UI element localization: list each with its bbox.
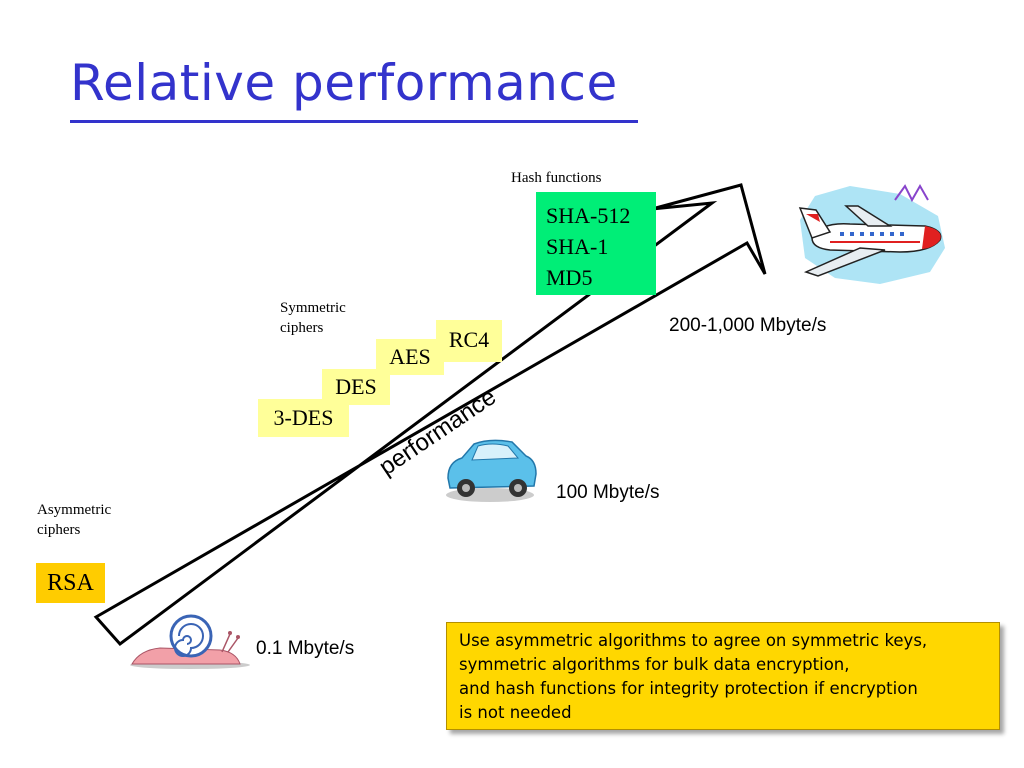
summary-note: Use asymmetric algorithms to agree on sy… — [446, 622, 1000, 730]
cipher-rsa-box: RSA — [36, 563, 105, 603]
title-underline — [70, 120, 638, 123]
cipher-3des-box: 3-DES — [258, 399, 349, 437]
cipher-aes-box: AES — [376, 339, 444, 375]
speed-medium-label: 100 Mbyte/s — [556, 482, 660, 503]
note-line: symmetric algorithms for bulk data encry… — [459, 655, 850, 674]
hash-item: MD5 — [546, 265, 593, 290]
asymmetric-ciphers-heading: Asymmetric ciphers — [37, 502, 112, 538]
hash-functions-heading: Hash functions — [511, 170, 602, 186]
arrow-label: performance — [374, 383, 501, 481]
hash-item: SHA-1 — [546, 234, 609, 259]
symmetric-ciphers-heading: Symmetric ciphers — [280, 300, 346, 336]
note-line: and hash functions for integrity protect… — [459, 679, 918, 698]
page-title: Relative performance — [70, 54, 618, 112]
cipher-rc4-box: RC4 — [436, 320, 502, 362]
hash-item: SHA-512 — [546, 203, 631, 228]
hash-functions-box: SHA-512 SHA-1 MD5 — [536, 192, 656, 295]
speed-fast-label: 200-1,000 Mbyte/s — [669, 315, 827, 336]
note-line: Use asymmetric algorithms to agree on sy… — [459, 631, 928, 650]
speed-slow-label: 0.1 Mbyte/s — [256, 638, 355, 659]
cipher-des-box: DES — [322, 369, 390, 405]
note-line: is not needed — [459, 703, 572, 722]
